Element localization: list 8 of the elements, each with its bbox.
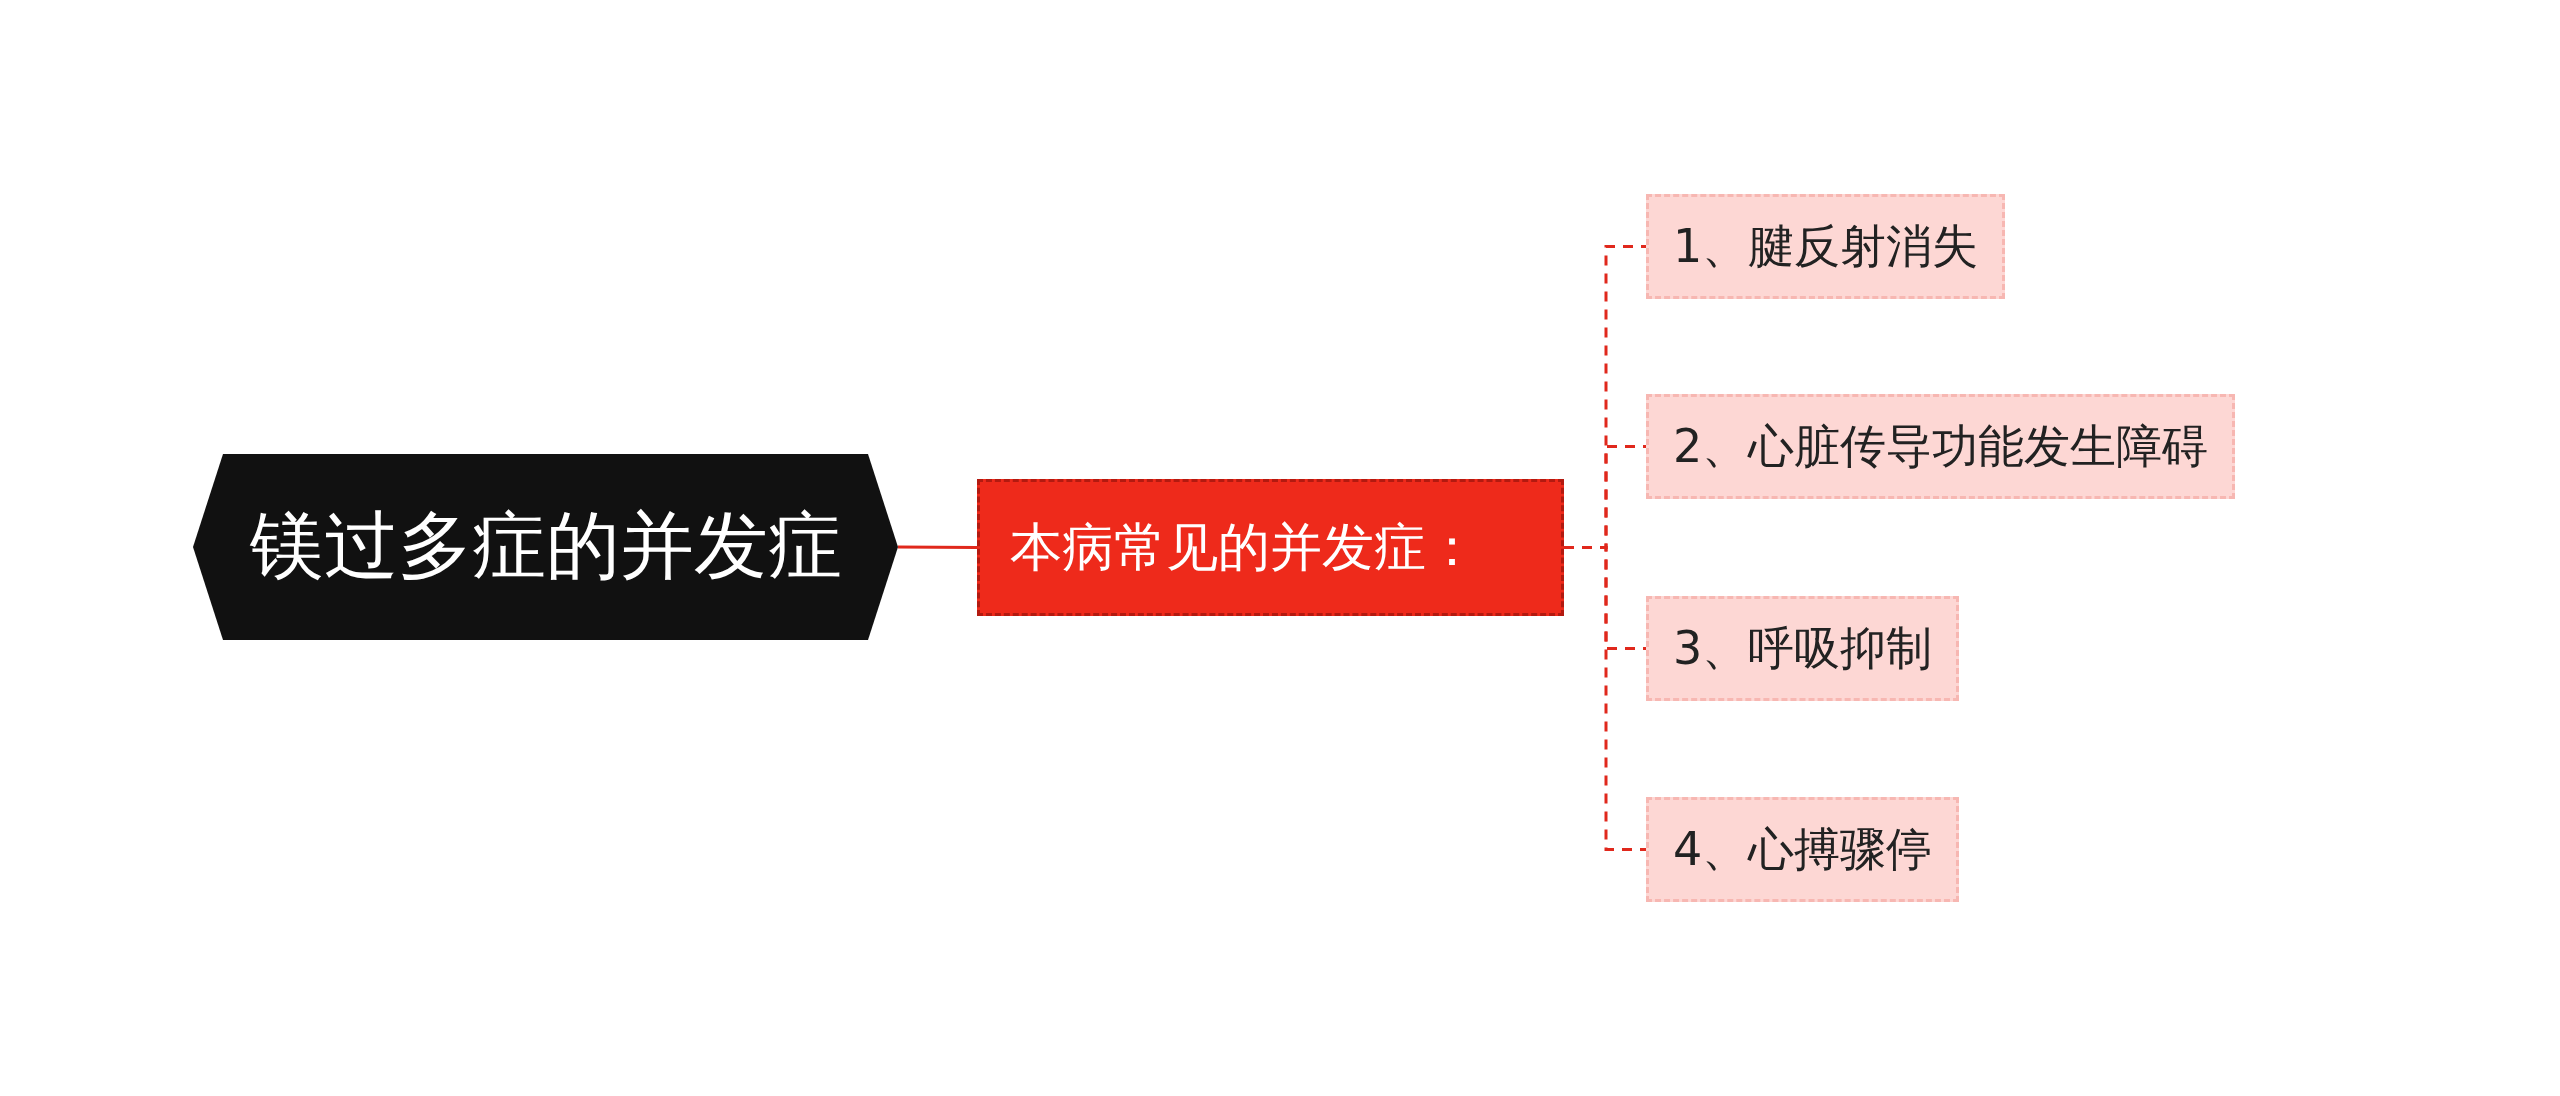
topic-hexagon: 镁过多症的并发症 xyxy=(193,454,898,640)
item-box: 4、心搏骤停 xyxy=(1646,797,1960,902)
connector-line xyxy=(1564,546,1646,851)
connector-line xyxy=(898,545,977,549)
subtopic-box: 本病常见的并发症： xyxy=(977,479,1564,616)
item-box: 2、心脏传导功能发生障碍 xyxy=(1646,394,2236,499)
item-box: 3、呼吸抑制 xyxy=(1646,596,1960,701)
item-box: 1、腱反射消失 xyxy=(1646,194,2006,299)
